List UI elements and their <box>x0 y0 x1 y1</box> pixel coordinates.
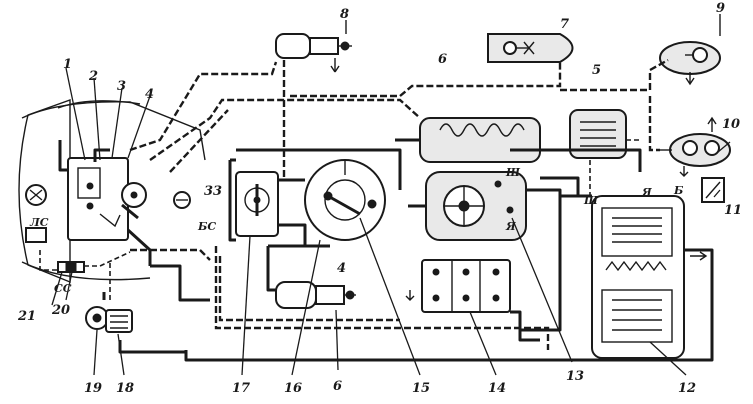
terminal-labels: БС ЛС СС Ш Я Ш Я Б <box>29 166 684 295</box>
label-33: 33 <box>204 184 222 199</box>
terminal-sh-regulator: Ш <box>583 194 599 207</box>
leader-lines <box>51 67 731 376</box>
label-13: 13 <box>566 369 584 384</box>
label-19: 19 <box>84 381 102 396</box>
distributor <box>304 159 386 241</box>
label-2: 2 <box>88 69 98 84</box>
label-5: 5 <box>592 63 601 78</box>
terminal-ls: ЛС <box>29 216 49 229</box>
label-10: 10 <box>722 117 740 132</box>
label-7: 7 <box>560 17 569 32</box>
label-6-bottom: 6 <box>333 379 342 394</box>
instrument-panel <box>18 99 206 284</box>
terminal-ya-regulator: Я <box>641 186 652 199</box>
label-15: 15 <box>412 381 430 396</box>
ammeter <box>235 171 279 237</box>
generator <box>408 171 527 241</box>
stop-switch <box>57 261 85 273</box>
battery <box>405 259 511 313</box>
terminal-ss: СС <box>54 282 72 295</box>
label-17: 17 <box>232 381 250 396</box>
left-headlamp <box>25 184 47 243</box>
lamp-10 <box>660 116 731 177</box>
label-11: 11 <box>724 203 742 218</box>
dashed-wiring <box>39 58 669 350</box>
label-16: 16 <box>284 381 302 396</box>
lamp-9 <box>659 14 721 86</box>
label-4-panel: 4 <box>145 87 154 102</box>
label-9: 9 <box>716 1 725 16</box>
terminal-ya-generator: Я <box>505 220 516 233</box>
label-12: 12 <box>678 381 696 396</box>
label-18: 18 <box>116 381 134 396</box>
relay-regulator <box>591 195 708 359</box>
label-1: 1 <box>63 57 72 72</box>
lamp-7 <box>487 33 574 63</box>
switch-11 <box>701 177 725 203</box>
horn <box>85 292 133 333</box>
label-14: 14 <box>488 381 506 396</box>
callout-labels: 1 2 3 4 33 8 7 9 6 5 10 11 21 20 19 18 1… <box>17 1 742 396</box>
label-20: 20 <box>51 303 70 318</box>
lamp-33 <box>173 191 191 209</box>
light-switch <box>67 148 147 241</box>
label-3: 3 <box>117 79 126 94</box>
label-4-right: 4 <box>337 261 346 276</box>
label-21: 21 <box>17 309 36 324</box>
component-5 <box>569 109 627 159</box>
terminal-bs: БС <box>197 220 216 233</box>
lower-plug <box>275 281 356 309</box>
terminal-sh-generator: Ш <box>505 166 521 179</box>
label-8-top: 8 <box>340 7 349 22</box>
ignition-coil <box>395 117 541 163</box>
terminal-b: Б <box>673 184 684 197</box>
label-6-coil: 6 <box>438 52 447 67</box>
lamp-8 <box>275 20 352 73</box>
main-wiring <box>58 140 714 362</box>
